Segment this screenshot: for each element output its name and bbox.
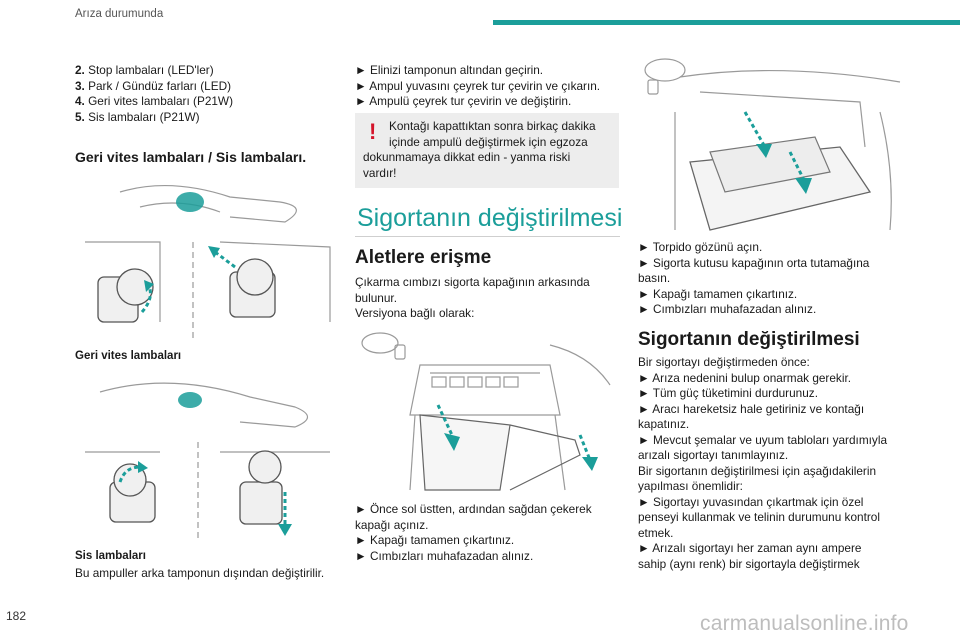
list-item: 2. Stop lambaları (LED'ler) (75, 63, 214, 77)
list-item: 3. Park / Gündüz farları (LED) (75, 78, 232, 93)
body-line: etmek. (638, 525, 674, 540)
intro-text: bulunur. (355, 290, 397, 305)
list-item: ► Elinizi tamponun altından geçirin. (355, 63, 544, 77)
caption-reverse-lamps: Geri vites lambaları (75, 350, 182, 362)
list-item: kapağı açınız. (355, 517, 429, 532)
watermark: carmanualsonline.info (700, 612, 909, 635)
header-title: Arıza durumunda (75, 8, 164, 20)
intro-text: Çıkarma cımbızı sigorta kapağının arkası… (355, 275, 590, 289)
glovebox-illustration (644, 58, 901, 231)
page-number: 182 (6, 609, 27, 623)
subheading-fuse-replacement: Sigortanın değiştirilmesi (638, 329, 860, 350)
body-line: sahip (aynı renk) bir sigortayla değişti… (638, 556, 860, 571)
list-item: ► Cımbızları muhafazadan alınız. (638, 302, 817, 316)
list-item: basın. (638, 271, 671, 285)
header-accent-bar (493, 20, 960, 25)
body-line: penseyi kullanmak ve telinin durumunu ko… (638, 510, 880, 524)
warning-box: ! Kontağı kapattıktan sonra birkaç dakik… (355, 113, 619, 188)
warning-text: dokunmamaya dikkat edin - yanma riski (363, 150, 571, 164)
list-item: 5. Sis lambaları (P21W) (75, 109, 200, 124)
list-item: ► Torpido gözünü açın. (638, 240, 763, 254)
warning-icon: ! (369, 119, 377, 144)
reverse-lamp-illustration (85, 184, 331, 342)
body-line: ► Tüm güç tüketimini durdurunuz. (638, 386, 818, 400)
body-line: kapatınız. (638, 417, 690, 431)
list-item: 4. Geri vites lambaları (P21W) (75, 94, 233, 108)
intro-text: Versiyona bağlı olarak: (355, 306, 475, 320)
body-line: ► Mevcut şemalar ve uyum tabloları yardı… (638, 432, 888, 447)
list-item: ► Ampulü çeyrek tur çevirin ve değiştiri… (355, 94, 572, 108)
list-item: ► Ampul yuvasını çeyrek tur çevirin ve ç… (355, 78, 601, 93)
list-item: ► Kapağı tamamen çıkartınız. (355, 533, 515, 547)
steps-top-right: ► Torpido gözünü açın. ► Sigorta kutusu … (638, 240, 928, 318)
section-divider (355, 236, 620, 237)
steps-top-middle: ► Elinizi tamponun altından geçirin. ► A… (355, 63, 625, 110)
body-line: ► Arızalı sigortayı her zaman aynı amper… (638, 541, 862, 555)
fog-lamp-illustration (85, 382, 330, 542)
warning-text: içinde ampulü değiştirmek için egzoza (389, 134, 588, 149)
fog-lamp-note: Bu ampuller arka tamponun dışından değiş… (75, 566, 325, 580)
bulb-list: 2. Stop lambaları (LED'ler) 3. Park / Gü… (75, 63, 325, 125)
fuse-replacement-body: Bir sigortayı değiştirmeden önce: ► Arız… (638, 355, 933, 572)
section-heading-lamps: Geri vites lambaları / Sis lambaları. (75, 149, 307, 165)
list-item: ► Kapağı tamamen çıkartınız. (638, 286, 798, 301)
body-line: arızalı sigortayı tanımlayınız. (638, 448, 789, 462)
body-line: ► Aracı hareketsiz hale getiriniz ve kon… (638, 401, 865, 416)
section-title-fuse: Sigortanın değiştirilmesi (357, 204, 623, 232)
body-line: yapılması önemlidir: (638, 479, 743, 493)
list-item: ► Sigorta kutusu kapağının orta tutamağı… (638, 255, 870, 270)
list-item: ► Önce sol üstten, ardından sağdan çeker… (355, 502, 592, 516)
body-line: Bir sigortayı değiştirmeden önce: (638, 355, 810, 369)
fuse-cover-illustration-1 (361, 332, 611, 491)
warning-text: vardır! (363, 165, 397, 180)
body-line: ► Sigortayı yuvasından çıkartmak için öz… (638, 494, 864, 509)
steps-bottom-middle: ► Önce sol üstten, ardından sağdan çeker… (355, 502, 625, 564)
tools-intro: Çıkarma cımbızı sigorta kapağının arkası… (355, 275, 625, 322)
body-line: Bir sigortanın değiştirilmesi için aşağı… (638, 463, 877, 478)
list-item: ► Cımbızları muhafazadan alınız. (355, 548, 534, 563)
caption-fog-lamps: Sis lambaları (75, 550, 146, 562)
body-line: ► Arıza nedenini bulup onarmak gerekir. (638, 370, 852, 385)
warning-text: Kontağı kapattıktan sonra birkaç dakika (389, 119, 596, 133)
subheading-tools-access: Aletlere erişme (355, 247, 492, 268)
